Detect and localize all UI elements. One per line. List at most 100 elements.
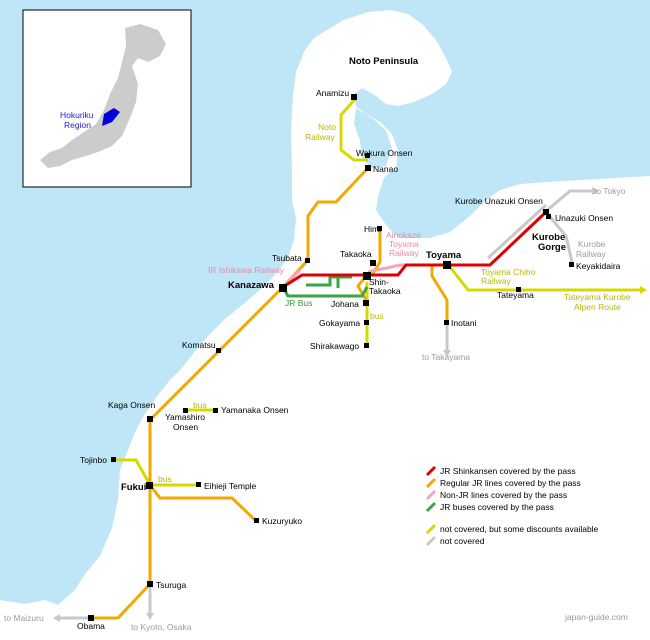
label-kurobe-railway-2: Railway	[576, 249, 607, 259]
label-obama: Obama	[77, 621, 105, 631]
station-kuzuryuko[interactable]	[254, 518, 259, 523]
station-toyama[interactable]	[443, 261, 451, 269]
arrow-maizuru	[53, 614, 60, 622]
credit: japan-guide.com	[564, 612, 628, 622]
legend-text-non-jr: Non-JR lines covered by the pass	[440, 490, 567, 500]
arrow-takayama	[443, 350, 451, 357]
arrow-kyoto	[146, 613, 154, 620]
station-eiheiji[interactable]	[196, 482, 201, 487]
station-kurobe-unazuki[interactable]	[543, 209, 549, 215]
label-jr-bus: JR Bus	[285, 298, 312, 308]
station-johana[interactable]	[363, 300, 369, 306]
label-kurobe-gorge-1: Kurobe	[532, 232, 565, 243]
legend-swatch-jr-regular	[425, 477, 437, 489]
arrow-alpen	[640, 286, 647, 294]
station-unazuki[interactable]	[546, 214, 551, 219]
line-kuzuryuko	[148, 484, 257, 522]
station-kaga[interactable]	[147, 416, 153, 422]
station-inotani[interactable]	[444, 320, 449, 325]
label-nanao: Nanao	[373, 164, 398, 174]
line-takayama	[430, 265, 449, 322]
legend-text-jr-bus: JR buses covered by the pass	[440, 502, 554, 512]
label-yamashiro-1: Yamashiro	[165, 412, 205, 422]
legend-text-not-covered: not covered	[440, 536, 485, 546]
label-bus-gokayama: bus	[370, 311, 384, 321]
line-jr-bus-branch	[306, 275, 352, 287]
line-toyama-chiho	[445, 262, 640, 292]
station-tojinbo[interactable]	[111, 457, 116, 462]
station-tsubata[interactable]	[305, 258, 310, 263]
label-tateyama-kurobe-2: Alpen Route	[574, 302, 621, 312]
station-tateyama[interactable]	[516, 287, 521, 292]
legend-swatch-jr-bus	[425, 501, 437, 513]
station-shirakawago[interactable]	[364, 343, 369, 348]
station-kanazawa[interactable]	[279, 284, 287, 292]
label-toyama-chiho-2: Railway	[481, 276, 512, 286]
label-tateyama: Tateyama	[497, 290, 534, 300]
label-kuzuryuko: Kuzuryuko	[262, 516, 302, 526]
label-ir-ishikawa: IR Ishikawa Railway	[208, 265, 285, 275]
station-himi[interactable]	[377, 226, 382, 231]
label-kaga: Kaga Onsen	[108, 400, 156, 410]
legend-text-jr-regular: Regular JR lines covered by the pass	[440, 478, 581, 488]
label-to-takayama: to Takayama	[422, 352, 470, 362]
line-unazuki-grey	[486, 203, 548, 260]
legend-swatch-not-covered	[425, 535, 437, 547]
label-ainokaze-1: Ainokaze	[386, 230, 421, 240]
line-nanao	[281, 166, 370, 289]
station-takaoka[interactable]	[370, 260, 376, 266]
station-komatsu[interactable]	[216, 348, 221, 353]
inset-label-line2: Region	[64, 120, 91, 130]
station-wakura[interactable]	[365, 153, 370, 158]
station-markers	[88, 94, 574, 621]
station-keyakidaira[interactable]	[569, 262, 574, 267]
toyama-bay	[378, 170, 484, 238]
label-bus-eiheiji: bus	[158, 474, 172, 484]
label-himi: Himi	[364, 224, 381, 234]
label-unazuki: Unazuki Onsen	[555, 213, 613, 223]
station-nanao[interactable]	[365, 165, 371, 171]
label-shirakawago: Shirakawago	[310, 341, 359, 351]
label-kurobe-gorge-2: Gorge	[538, 242, 566, 253]
station-obama[interactable]	[88, 615, 94, 621]
japan-silhouette	[40, 24, 166, 168]
inset-japan	[22, 9, 192, 188]
label-kanazawa: Kanazawa	[228, 280, 275, 291]
line-shinkansen	[282, 210, 548, 289]
label-ainokaze-2: Toyama	[389, 239, 419, 249]
label-bus-yamanaka: bus	[193, 400, 207, 410]
station-fukui[interactable]	[146, 482, 153, 489]
station-gokayama[interactable]	[364, 320, 369, 325]
line-tojinbo	[115, 458, 152, 486]
title-noto-peninsula: Noto Peninsula	[349, 56, 419, 67]
hokuriku-highlight	[102, 108, 120, 126]
label-shin-takaoka-1: Shin-	[369, 277, 389, 287]
label-shin-takaoka-2: Takaoka	[369, 286, 401, 296]
label-noto-railway-2: Railway	[305, 132, 336, 142]
legend-text-discount: not covered, but some discounts availabl…	[440, 524, 599, 534]
label-takaoka: Takaoka	[340, 249, 372, 259]
label-to-kyoto: to Kyoto, Osaka	[131, 622, 192, 632]
label-tsubata: Tsubata	[272, 253, 302, 263]
not-covered-lines	[60, 189, 592, 620]
legend-swatch-discount	[425, 523, 437, 535]
station-yamashiro[interactable]	[183, 408, 188, 413]
station-anamizu[interactable]	[351, 94, 357, 100]
arrow-tokyo	[592, 187, 599, 195]
line-noto-railway	[339, 97, 368, 162]
label-tsuruga: Tsuruga	[156, 580, 187, 590]
label-komatsu: Komatsu	[182, 340, 216, 350]
label-toyama-chiho-1: Toyama Chiho	[481, 267, 536, 277]
label-kurobe-unazuki: Kurobe Unazuki Onsen	[455, 196, 543, 206]
station-yamanaka[interactable]	[213, 408, 218, 413]
station-tsuruga[interactable]	[147, 581, 153, 587]
label-noto-railway-1: Noto	[318, 122, 336, 132]
station-shin-takaoka[interactable]	[363, 272, 371, 280]
label-fukui: Fukui	[121, 482, 146, 493]
label-to-tokyo: to Tokyo	[594, 186, 626, 196]
label-yamashiro-2: Onsen	[173, 422, 198, 432]
label-gokayama: Gokayama	[319, 318, 360, 328]
label-keyakidaira: Keyakidaira	[576, 261, 621, 271]
